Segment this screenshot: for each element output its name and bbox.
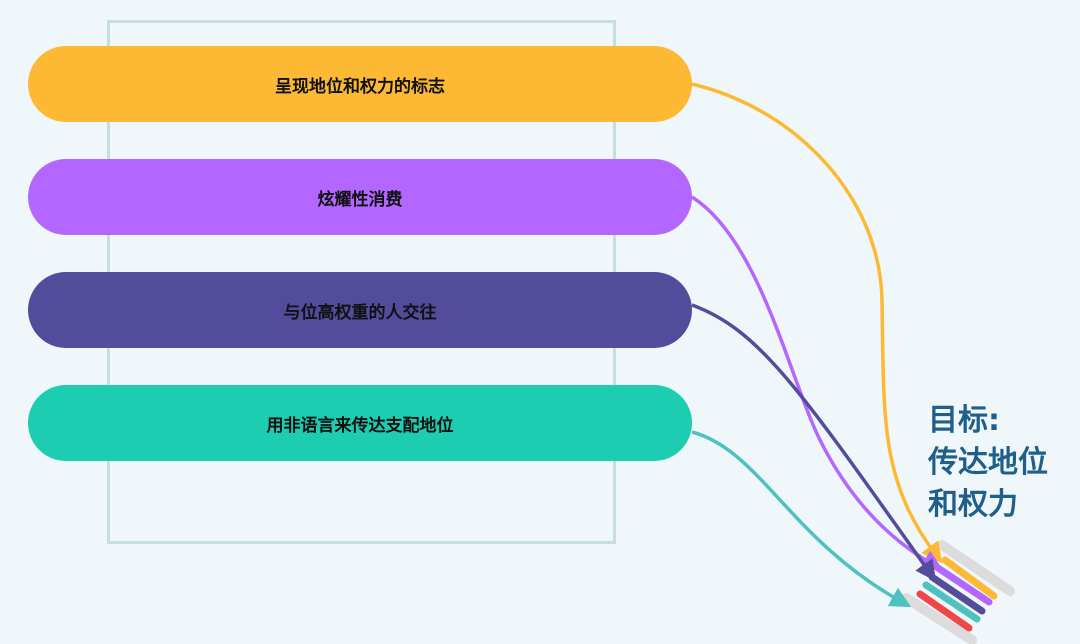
pill-label: 呈现地位和权力的标志 (275, 76, 445, 97)
arrow-teal (691, 430, 912, 608)
arrow-yellow (691, 82, 943, 564)
pill-label: 与位高权重的人交往 (283, 302, 437, 323)
goal-line-3: 和权力 (928, 487, 1018, 522)
goal-line-2: 传达地位 (928, 445, 1048, 480)
pill-label: 用非语言来传达支配地位 (266, 415, 454, 436)
pill-nonverbal-dominance: 用非语言来传达支配地位 (28, 385, 692, 461)
arrow-dark-purple (691, 303, 937, 582)
pill-associate-powerful: 与位高权重的人交往 (28, 272, 692, 348)
pill-conspicuous-consumption: 炫耀性消费 (28, 159, 692, 235)
goal-text: 目标: 传达地位 和权力 (928, 400, 1048, 526)
pill-label: 炫耀性消费 (317, 189, 403, 210)
target-stripes (901, 540, 1015, 644)
arrow-purple (691, 195, 944, 571)
goal-line-1: 目标: (928, 403, 1000, 438)
pill-status-symbols: 呈现地位和权力的标志 (28, 46, 692, 122)
